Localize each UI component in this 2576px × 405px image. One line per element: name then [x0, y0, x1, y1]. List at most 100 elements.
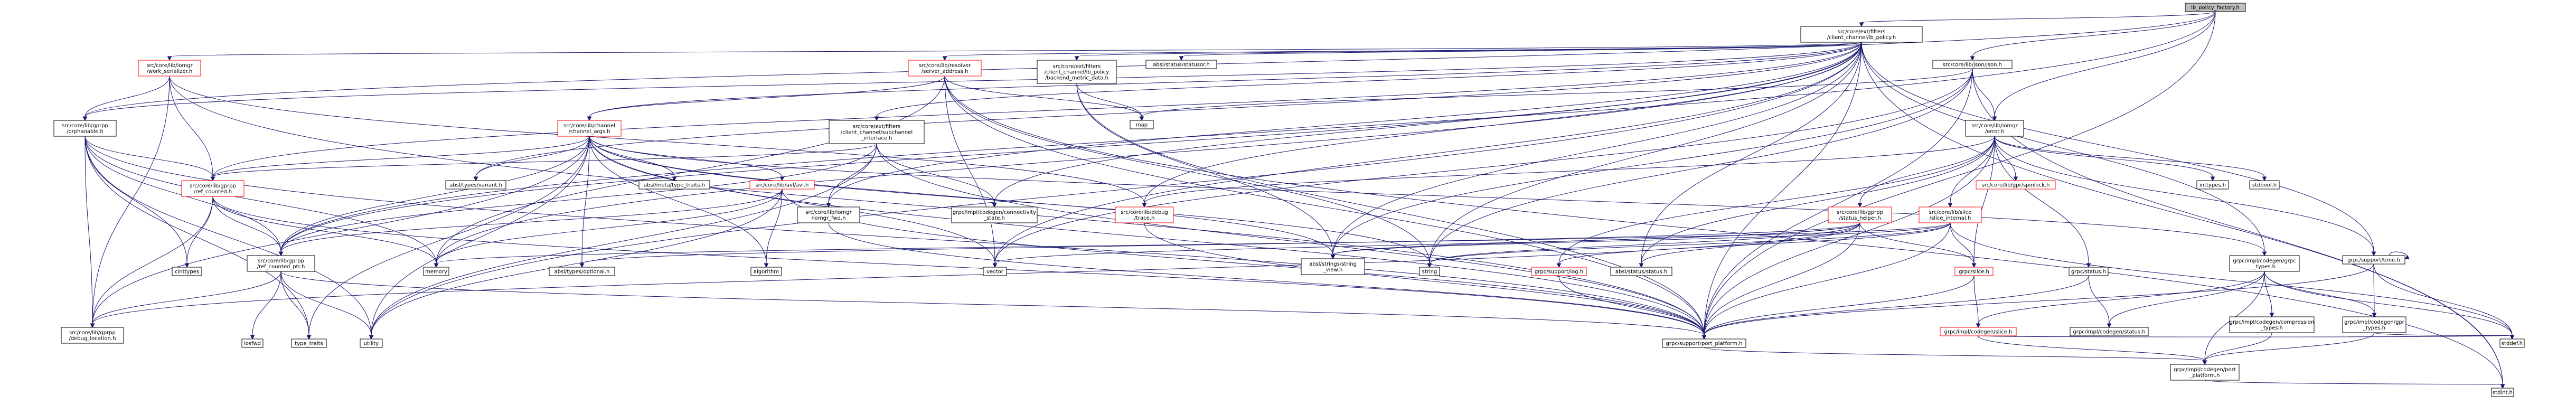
node-label: inttypes.h [2199, 183, 2226, 189]
node-compression-types[interactable]: grpc/impl/codegen/compression_types.h [2229, 316, 2315, 333]
node-avl[interactable]: src/core/lib/avl/avl.h [749, 180, 815, 190]
node-ref-counted-ptr[interactable]: src/core/lib/gprpp/ref_counted_ptr.h [247, 255, 315, 272]
node-codegen-port-platform[interactable]: grpc/impl/codegen/port_platform.h [2170, 364, 2240, 381]
node-channel-args[interactable]: src/core/lib/channel/channel_args.h [557, 120, 622, 137]
node-box [53, 120, 117, 137]
node-cinttypes[interactable]: cinttypes [172, 267, 202, 276]
node-spinlock[interactable]: src/core/lib/gpr/spinlock.h [1976, 180, 2056, 190]
edge-error-to-debug-trace [1142, 136, 1995, 208]
edge-root-to-lb-policy [1859, 11, 2216, 27]
node-stdbool[interactable]: stdbool.h [2249, 180, 2280, 190]
node-debug-trace[interactable]: src/core/lib/debug/trace.h [1115, 206, 1174, 223]
node-label: iosfwd [244, 341, 261, 347]
node-iomgr-fwd[interactable]: src/core/lib/iomgr/iomgr_fwd.h [797, 206, 860, 223]
edge-ref-counted-ptr-to-type-traits [280, 271, 312, 340]
node-layer: lb_policy_factory.h src/core/ext/filters/… [53, 3, 2525, 397]
node-grpc-types[interactable]: grpc/impl/codegen/grpc_types.h [2229, 255, 2300, 272]
node-optional[interactable]: absl/types/optional.h [549, 267, 615, 276]
edge-work-serializer-to-ref-counted [169, 76, 215, 182]
node-label: src/core/lib/json/json.h [1943, 62, 2002, 68]
node-box [2196, 180, 2229, 190]
node-box [2170, 364, 2240, 381]
node-label: /ref_counted_ptr.h [257, 264, 305, 270]
node-label: grpc/impl/codegen/status.h [2073, 329, 2145, 335]
edge-grpc-support-log-to-port-platform [1558, 275, 1707, 340]
node-statusor[interactable]: absl/status/statusor.h [1145, 60, 1217, 69]
edge-status-helper-to-vector [992, 222, 1860, 268]
node-box [1919, 206, 1982, 223]
node-iosfwd[interactable]: iosfwd [241, 338, 264, 348]
node-type-traits-meta[interactable]: absl/meta/type_traits.h [638, 180, 710, 190]
node-label: /work_serializer.h [147, 69, 193, 74]
node-codegen-status[interactable]: grpc/impl/codegen/status.h [2070, 327, 2149, 336]
node-box [1145, 60, 1217, 69]
node-slice-internal[interactable]: src/core/lib/slice/slice_internal.h [1919, 206, 1982, 223]
node-port-platform[interactable]: grpc/support/port_platform.h [1662, 338, 1746, 348]
edge-root-to-json [1970, 11, 2216, 61]
node-memory[interactable]: memory [423, 267, 449, 276]
node-stddef[interactable]: stddef.h [2499, 338, 2525, 348]
node-algorithm[interactable]: algorithm [750, 267, 782, 276]
node-vector[interactable]: vector [983, 267, 1007, 276]
node-lb-policy[interactable]: src/core/ext/filters/client_channel/lb_p… [1800, 26, 1923, 43]
node-label: /iomgr_fwd.h [812, 215, 846, 221]
edge-ref-counted-to-ref-counted-ptr [212, 196, 284, 257]
node-error[interactable]: src/core/lib/iomgr/error.h [1965, 120, 2024, 137]
node-box [1115, 206, 1174, 223]
node-connectivity-state[interactable]: grpc/impl/codegen/connectivity_state.h [951, 206, 1038, 223]
node-map[interactable]: map [1130, 120, 1154, 129]
node-root[interactable]: lb_policy_factory.h [2185, 3, 2246, 12]
node-variant[interactable]: absl/types/variant.h [445, 180, 506, 190]
node-server-address[interactable]: src/core/lib/resolver/server_address.h [908, 60, 982, 77]
edge-json-to-string [1427, 68, 1973, 268]
edge-grpc-types-to-compression-types [2264, 271, 2274, 318]
node-string-view[interactable]: absl/strings/string_view.h [1301, 258, 1365, 275]
node-label: _platform.h [2189, 373, 2220, 379]
node-utility[interactable]: utility [360, 338, 383, 348]
node-orphanable[interactable]: src/core/lib/gprpp/orphanable.h [53, 120, 117, 137]
node-grpc-support-log[interactable]: grpc/support/log.h [1531, 267, 1587, 276]
node-label: stddef.h [2502, 341, 2523, 347]
node-string[interactable]: string [1419, 267, 1440, 276]
node-work-serializer[interactable]: src/core/lib/iomgr/work_serializer.h [138, 60, 201, 77]
edge-codegen-slice-to-stddef [1978, 335, 2515, 340]
node-subchannel-interface[interactable]: src/core/ext/filters/client_channel/subc… [829, 120, 925, 144]
edge-root-to-error [1992, 11, 2216, 121]
edge-support-time-to-support-time [2389, 251, 2410, 260]
node-box [423, 267, 449, 276]
node-gpr-types[interactable]: grpc/impl/codegen/gpr_types.h [2342, 316, 2406, 333]
edge-server-address-to-port-platform [944, 76, 1707, 340]
node-box [1828, 206, 1892, 223]
edge-work-serializer-to-orphanable [82, 76, 170, 121]
edge-lb-policy-to-iomgr-fwd [826, 42, 1862, 208]
node-box [138, 60, 201, 77]
node-label: src/core/lib/gpr/spinlock.h [1982, 183, 2050, 189]
edge-avl-to-ref-counted-ptr [278, 189, 783, 257]
node-type-traits[interactable]: type_traits [291, 338, 327, 348]
node-label: _state.h [983, 215, 1005, 221]
edge-lb-policy-to-grpc-types [1861, 42, 2267, 257]
node-grpc-slice[interactable]: grpc/slice.h [1954, 267, 1994, 276]
node-debug-location[interactable]: src/core/lib/gprpp/debug_location.h [61, 327, 124, 344]
node-box [638, 180, 710, 190]
node-ref-counted[interactable]: src/core/lib/gprpp/ref_counted.h [181, 180, 245, 197]
node-label: absl/meta/type_traits.h [644, 183, 705, 189]
node-grpc-status[interactable]: grpc/status.h [2069, 267, 2109, 276]
node-status-helper[interactable]: src/core/lib/gprpp/status_helper.h [1828, 206, 1892, 223]
node-box [983, 267, 1007, 276]
node-inttypes[interactable]: inttypes.h [2196, 180, 2229, 190]
edge-lb-policy-to-connectivity-state [992, 42, 1862, 208]
node-box [1965, 120, 2024, 137]
node-json[interactable]: src/core/lib/json/json.h [1932, 60, 2013, 69]
edge-avl-to-utility [369, 189, 783, 340]
node-label: src/core/lib/gprpp [1837, 210, 1883, 215]
node-backend-metric-data[interactable]: src/core/ext/filters/client_channel/lb_p… [1037, 60, 1117, 84]
edge-lb-policy-to-work-serializer [167, 42, 1862, 61]
node-stdint[interactable]: stdint.h [2491, 388, 2514, 397]
node-abseil-status[interactable]: absl/status/status.h [1610, 267, 1672, 276]
node-support-time[interactable]: grpc/support/time.h [2342, 255, 2405, 265]
node-codegen-slice[interactable]: grpc/impl/codegen/slice.h [1940, 327, 2017, 336]
edge-ref-counted-ptr-to-iosfwd [250, 271, 281, 340]
node-box [2342, 316, 2406, 333]
